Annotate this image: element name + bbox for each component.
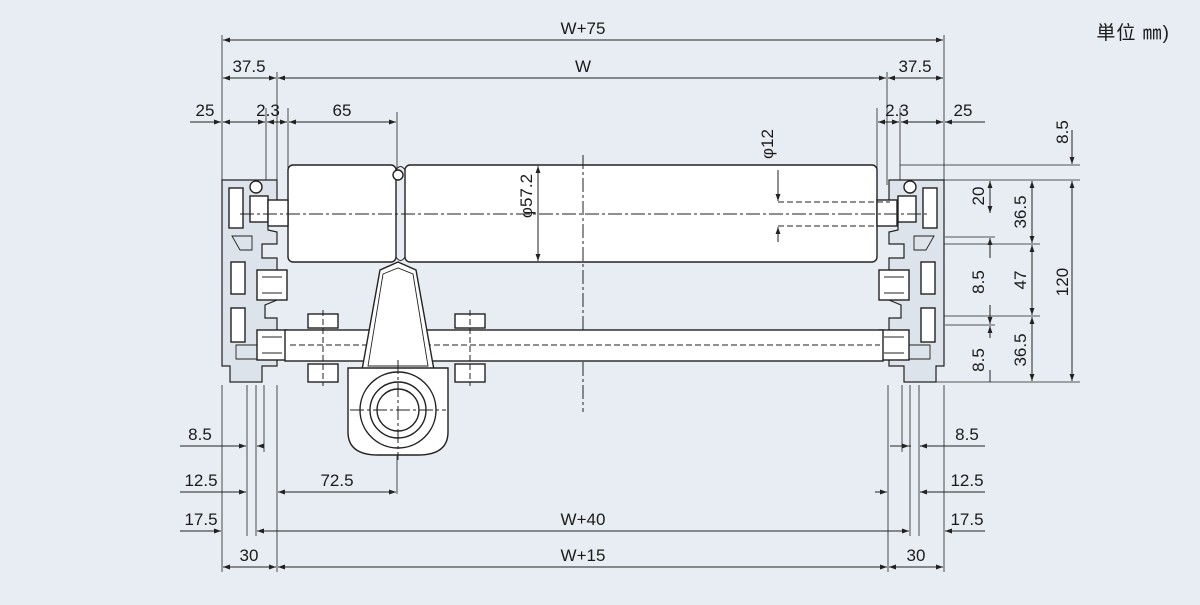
extension-lines xyxy=(221,35,1080,572)
dim-left-25: 25 xyxy=(196,101,215,120)
dim-b-right-12-5: 12.5 xyxy=(950,471,983,490)
dimension-labels: W+75 37.5 W 37.5 25 2.3 65 2.3 25 φ12 φ5… xyxy=(184,19,1072,565)
dim-r-36-5-bottom: 36.5 xyxy=(1011,333,1030,366)
dim-b-left-8-5: 8.5 xyxy=(188,425,212,444)
belt-pulley xyxy=(347,169,449,460)
dim-b-left-30: 30 xyxy=(240,546,259,565)
dim-r-8-5-bottom: 8.5 xyxy=(969,348,988,372)
dim-roller-width: W xyxy=(575,57,591,76)
dim-roller-dia: φ57.2 xyxy=(517,174,536,218)
roller xyxy=(240,155,930,412)
dim-b-w40: W+40 xyxy=(561,510,606,529)
dim-end-right: 37.5 xyxy=(898,57,931,76)
dim-r-20: 20 xyxy=(969,187,988,206)
dim-r-8-5-mid: 8.5 xyxy=(969,270,988,294)
dim-b-w15: W+15 xyxy=(561,546,606,565)
dim-end-left: 37.5 xyxy=(232,57,265,76)
dim-b-left-17-5: 17.5 xyxy=(184,510,217,529)
dim-right-25: 25 xyxy=(954,101,973,120)
right-frame xyxy=(878,179,945,383)
dim-left-65: 65 xyxy=(333,101,352,120)
dim-right-2-3: 2.3 xyxy=(885,101,909,120)
dim-b-72-5: 72.5 xyxy=(320,471,353,490)
dim-b-left-12-5: 12.5 xyxy=(184,471,217,490)
dim-b-right-30: 30 xyxy=(907,546,926,565)
dim-left-2-3: 2.3 xyxy=(256,101,280,120)
dim-r-36-5-top: 36.5 xyxy=(1011,195,1030,228)
unit-label: 単位 ㎜) xyxy=(1096,23,1170,44)
dim-top-8-5: 8.5 xyxy=(1053,120,1072,144)
dim-shaft-dia: φ12 xyxy=(758,129,777,159)
dim-overall-width: W+75 xyxy=(561,19,606,38)
dim-b-right-8-5: 8.5 xyxy=(955,425,979,444)
dim-r-120: 120 xyxy=(1053,268,1072,296)
dim-r-47: 47 xyxy=(1011,271,1030,290)
dimension-lines xyxy=(180,37,1075,570)
dim-b-right-17-5: 17.5 xyxy=(950,510,983,529)
